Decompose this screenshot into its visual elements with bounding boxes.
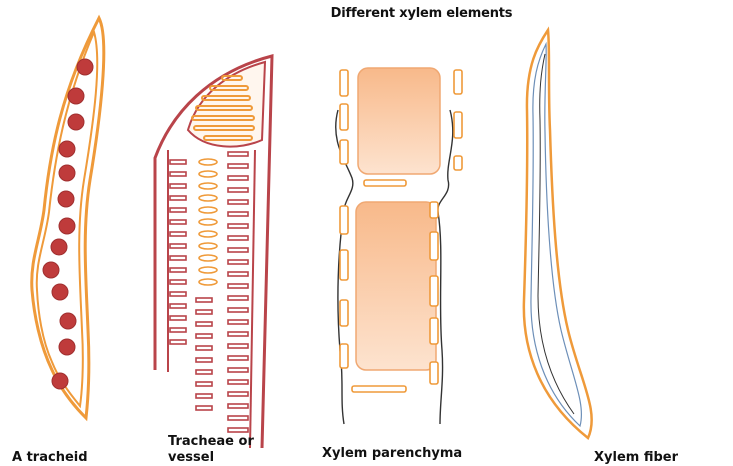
xylem-parenchyma — [336, 68, 462, 424]
parenchyma-cell-upper — [358, 68, 440, 174]
label-parenchyma: Xylem parenchyma — [322, 446, 462, 462]
vessel-left-thickenings — [170, 160, 186, 344]
xylem-fiber — [524, 30, 592, 438]
label-fiber: Xylem fiber — [594, 450, 678, 466]
label-vessel: Tracheae or vessel — [168, 434, 268, 466]
parenchyma-cell-lower — [356, 202, 436, 370]
vessel-inner-wall-right — [250, 150, 255, 448]
vessel-right-thickenings — [228, 152, 248, 432]
vessel-central-pits — [199, 159, 217, 285]
vessel — [155, 56, 272, 448]
vessel-lower-thickenings — [196, 298, 212, 410]
tracheid — [32, 18, 104, 418]
label-tracheid: A tracheid — [12, 450, 88, 466]
